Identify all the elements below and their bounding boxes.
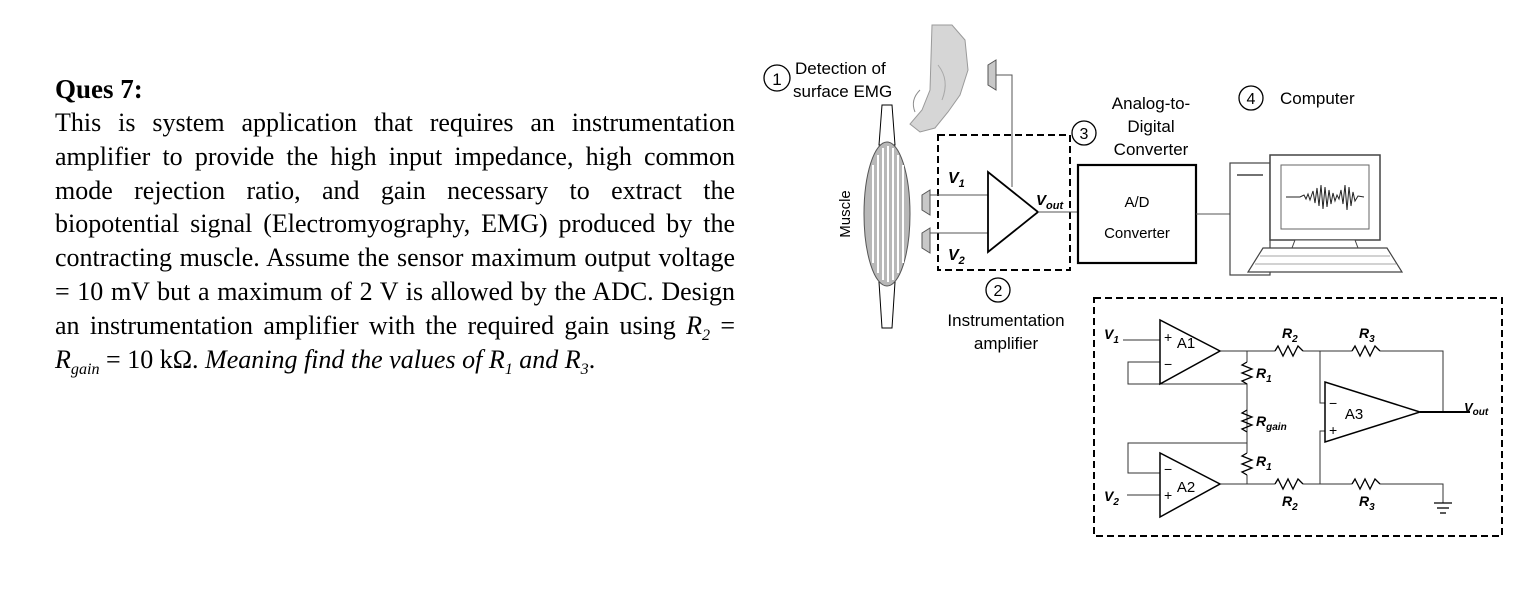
- step3-label-line2: Digital: [1127, 117, 1174, 136]
- step4-number: 4: [1247, 91, 1256, 108]
- question-block: Ques 7: This is system application that …: [55, 72, 735, 378]
- a1-label: A1: [1177, 335, 1195, 352]
- bone-illustration: [909, 24, 969, 133]
- a3-minus: −: [1329, 395, 1337, 411]
- a1-minus: −: [1164, 356, 1172, 372]
- step1-label-line2: surface EMG: [793, 82, 892, 101]
- step2-label-line2: amplifier: [974, 334, 1039, 353]
- r2-top-resistor: [1274, 344, 1304, 358]
- a2-minus: −: [1164, 461, 1172, 477]
- step2-badge: [985, 277, 1011, 303]
- step3-number: 3: [1080, 126, 1089, 143]
- step3-label-line1: Analog-to-: [1112, 94, 1190, 113]
- adc-label-line2: Converter: [1104, 225, 1170, 242]
- step1-badge: [763, 64, 791, 92]
- r2-bottom-label: R2: [1282, 493, 1298, 513]
- r3-bottom-label: R3: [1359, 493, 1375, 513]
- muscle-label: Muscle: [837, 190, 854, 238]
- schematic-v1-label: V1: [1104, 326, 1119, 346]
- r3-bottom-resistor: [1351, 477, 1381, 491]
- vout-label: Vout: [1036, 192, 1064, 212]
- v1-label: V1: [948, 170, 965, 190]
- r2-top-label: R2: [1282, 325, 1298, 345]
- schematic-vout-label: Vout: [1464, 400, 1489, 418]
- a3-plus: +: [1329, 422, 1337, 438]
- amp-dashed-box: [937, 134, 1071, 271]
- rgain-resistor: [1240, 409, 1254, 433]
- r3-top-label: R3: [1359, 325, 1375, 345]
- reference-electrode: [987, 59, 997, 91]
- r1-bottom-label: R1: [1256, 453, 1272, 473]
- step3-label-line3: Converter: [1114, 140, 1189, 159]
- emg-signal-trace: [1286, 184, 1365, 211]
- step3-badge: [1071, 120, 1097, 146]
- electrode-2: [921, 227, 931, 254]
- a3-label: A3: [1345, 406, 1363, 423]
- question-instruction: Meaning find the values of R1 and R3: [205, 344, 589, 378]
- r3-top-resistor: [1351, 344, 1381, 358]
- r1-bottom-resistor: [1240, 452, 1254, 476]
- muscle-illustration: [863, 104, 911, 329]
- r1-top-label: R1: [1256, 365, 1272, 385]
- rgain-label: Rgain: [1256, 413, 1287, 433]
- adc-label-line1: A/D: [1124, 194, 1149, 211]
- step4-label: Computer: [1280, 89, 1355, 108]
- a2-plus: +: [1164, 487, 1172, 503]
- a1-plus: +: [1164, 329, 1172, 345]
- resistors: [1240, 344, 1381, 491]
- computer-illustration: [1229, 154, 1404, 276]
- opamp-a3: [1324, 380, 1423, 444]
- opamp-a1: [1159, 318, 1222, 386]
- reference-wire: [996, 74, 1013, 187]
- electrode-1: [921, 189, 931, 216]
- schematic-v2-label: V2: [1104, 488, 1119, 508]
- question-title: Ques 7:: [55, 74, 143, 104]
- step4-badge: [1238, 85, 1264, 111]
- step1-label-line1: Detection of: [795, 59, 886, 78]
- rgain-value: = 10 kΩ.: [99, 344, 206, 374]
- step2-number: 2: [994, 283, 1003, 300]
- a2-label: A2: [1177, 479, 1195, 496]
- var-rgain: Rgain: [55, 344, 100, 378]
- adc-box: [1076, 163, 1198, 265]
- amplifier-triangle: [987, 170, 1040, 254]
- r2-bottom-resistor: [1274, 477, 1304, 491]
- question-text-main: This is system application that requires…: [55, 108, 735, 340]
- opamp-a2: [1159, 451, 1222, 519]
- step1-number: 1: [772, 70, 781, 89]
- schematic-dashed-box: [1093, 297, 1503, 537]
- ground-symbol: [1434, 502, 1452, 514]
- v2-label: V2: [948, 247, 965, 267]
- var-r2: R2: [686, 310, 711, 344]
- r1-top-resistor: [1240, 361, 1254, 385]
- step2-label-line1: Instrumentation: [947, 311, 1064, 330]
- question-text: This is system application that requires…: [55, 108, 735, 378]
- emg-system-figure: 1 Detection of surface EMG Muscle V1 V2 …: [763, 24, 1503, 537]
